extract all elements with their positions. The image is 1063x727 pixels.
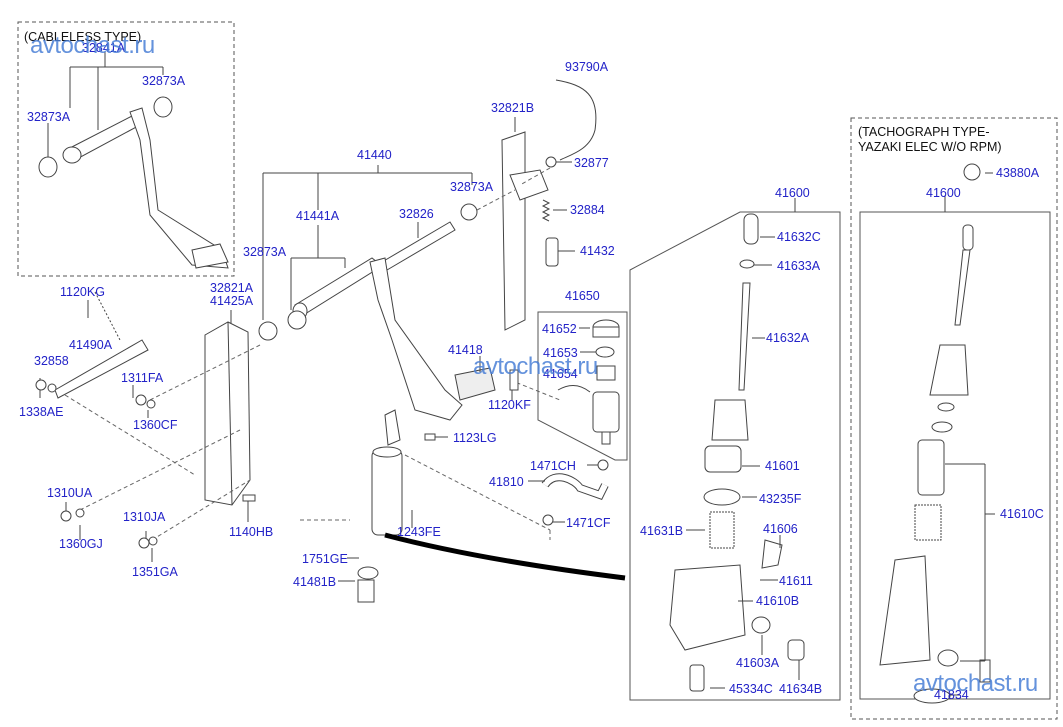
watermark: avtochast.ru	[913, 670, 1038, 697]
part-label-32873A[interactable]: 32873A	[27, 110, 71, 124]
part-label-43235F[interactable]: 43235F	[759, 492, 802, 506]
part-label-1751GE[interactable]: 1751GE	[302, 552, 348, 566]
cableless-type-box	[17, 21, 235, 277]
part-label-41631B[interactable]: 41631B	[640, 524, 684, 538]
part-label-32873A[interactable]: 32873A	[450, 180, 494, 194]
part-label-41654[interactable]: 41654	[543, 367, 578, 381]
part-label-1338AE[interactable]: 1338AE	[19, 405, 64, 419]
part-label-1243FE[interactable]: 1243FE	[397, 525, 441, 539]
part-label-41610B[interactable]: 41610B	[756, 594, 800, 608]
part-label-32858[interactable]: 32858	[34, 354, 69, 368]
cableless-type-note: (CABLELESS TYPE)	[24, 30, 142, 44]
part-label-41603A[interactable]: 41603A	[736, 656, 780, 670]
tachograph-type-note-line2: YAZAKI ELEC W/O RPM)	[858, 140, 1002, 154]
part-label-32873A[interactable]: 32873A	[142, 74, 186, 88]
part-label-41834[interactable]: 41834	[934, 688, 969, 702]
part-label-43880A[interactable]: 43880A	[996, 166, 1040, 180]
part-label-41632C[interactable]: 41632C	[777, 230, 821, 244]
part-label-41600[interactable]: 41600	[775, 186, 810, 200]
part-label-1310JA[interactable]: 1310JA	[123, 510, 166, 524]
part-label-32841A[interactable]: 32841A	[82, 41, 126, 55]
part-label-41418[interactable]: 41418	[448, 343, 483, 357]
part-label-32877[interactable]: 32877	[574, 156, 609, 170]
tachograph-type-box	[850, 117, 1058, 720]
part-label-32826[interactable]: 32826	[399, 207, 434, 221]
part-label-1120KF[interactable]: 1120KF	[488, 398, 531, 412]
part-label-41600-tachograph[interactable]: 41600	[926, 186, 961, 200]
part-label-41634B[interactable]: 41634B	[779, 682, 823, 696]
part-label-93790A[interactable]: 93790A	[565, 60, 609, 74]
part-label-41481B[interactable]: 41481B	[293, 575, 337, 589]
part-label-32884[interactable]: 32884	[570, 203, 605, 217]
part-label-41652[interactable]: 41652	[542, 322, 577, 336]
part-label-41440[interactable]: 41440	[357, 148, 392, 162]
part-label-41611[interactable]: 41611	[779, 574, 813, 588]
part-label-45334C[interactable]: 45334C	[729, 682, 773, 696]
tachograph-cylinder-kit-box	[859, 211, 1051, 700]
part-label-1140HB[interactable]: 1140HB	[229, 525, 274, 539]
part-label-41633A[interactable]: 41633A	[777, 259, 821, 273]
part-label-1351GA[interactable]: 1351GA	[132, 565, 178, 579]
part-label-1360GJ[interactable]: 1360GJ	[59, 537, 103, 551]
part-label-1123LG[interactable]: 1123LG	[453, 431, 497, 445]
part-label-41490A[interactable]: 41490A	[69, 338, 113, 352]
part-label-32873A[interactable]: 32873A	[243, 245, 287, 259]
part-label-41425A[interactable]: 41425A	[210, 294, 254, 308]
part-label-32821A[interactable]: 32821A	[210, 281, 254, 295]
part-label-41632A[interactable]: 41632A	[766, 331, 810, 345]
part-label-41601[interactable]: 41601	[765, 459, 800, 473]
part-label-1120KG[interactable]: 1120KG	[60, 285, 105, 299]
part-label-41653[interactable]: 41653	[543, 346, 578, 360]
part-label-1471CF[interactable]: 1471CF	[566, 516, 611, 530]
watermark: avtochast.ru	[473, 353, 598, 380]
part-label-41606[interactable]: 41606	[763, 522, 798, 536]
master-cylinder-kit-box	[629, 211, 841, 701]
part-label-41432[interactable]: 41432	[580, 244, 615, 258]
part-label-1360CF[interactable]: 1360CF	[133, 418, 178, 432]
watermark: avtochast.ru	[30, 32, 155, 59]
part-label-41650[interactable]: 41650	[565, 289, 600, 303]
tachograph-type-note-line1: (TACHOGRAPH TYPE-	[858, 125, 990, 139]
reservoir-kit-box	[537, 311, 628, 461]
part-label-41441A[interactable]: 41441A	[296, 209, 340, 223]
part-label-1310UA[interactable]: 1310UA	[47, 486, 93, 500]
part-label-41610C[interactable]: 41610C	[1000, 507, 1044, 521]
part-label-41810[interactable]: 41810	[489, 475, 524, 489]
part-label-1471CH[interactable]: 1471CH	[530, 459, 576, 473]
part-label-32821B[interactable]: 32821B	[491, 101, 535, 115]
part-label-1311FA[interactable]: 1311FA	[121, 371, 164, 385]
